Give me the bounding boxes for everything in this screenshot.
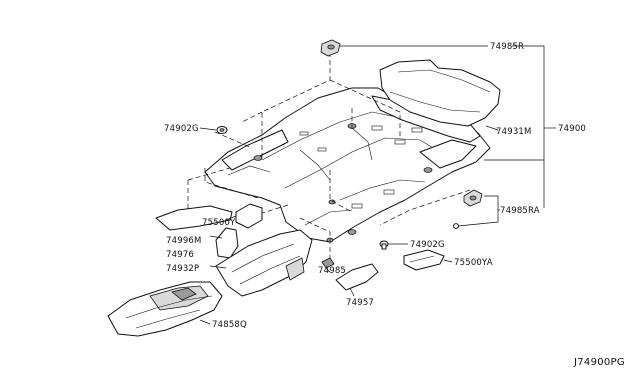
label-74985r: 74985R bbox=[490, 42, 524, 52]
pad-74996m bbox=[155, 205, 233, 231]
label-74985ra: 74985RA bbox=[500, 206, 540, 216]
diagram-code: J74900PG bbox=[573, 357, 625, 368]
floor-carpet-main bbox=[204, 87, 491, 243]
insulator-74976 bbox=[215, 227, 239, 259]
assembly-guide-lines bbox=[187, 52, 471, 258]
label-74976: 74976 bbox=[166, 250, 194, 260]
rear-floor-carpet bbox=[379, 59, 501, 127]
leader-lines bbox=[199, 45, 556, 325]
label-74985: 74985 bbox=[318, 266, 346, 276]
label-74932p: 74932P bbox=[166, 264, 199, 274]
bracket-75500ya bbox=[403, 249, 445, 271]
label-74931m: 74931M bbox=[496, 127, 532, 137]
label-74900: 74900 bbox=[558, 124, 586, 134]
label-74996m: 74996M bbox=[166, 236, 202, 246]
clip-74985r-top bbox=[320, 39, 341, 57]
clip-74985 bbox=[321, 257, 335, 269]
grommet-74902g-top bbox=[216, 126, 228, 134]
label-74902g-top: 74902G bbox=[164, 124, 199, 134]
heat-insulator-74858q bbox=[107, 281, 223, 337]
label-75500y: 75500Y bbox=[202, 218, 236, 228]
label-74858q: 74858Q bbox=[212, 320, 247, 330]
grommet-74902g-mid bbox=[379, 240, 389, 250]
pad-74957 bbox=[335, 263, 379, 291]
clip-74985ra bbox=[453, 189, 483, 229]
label-74957: 74957 bbox=[346, 298, 374, 308]
part-labels: 74985R 74931M 74900 74902G 74985RA 75500… bbox=[164, 42, 625, 368]
label-75500ya: 75500YA bbox=[454, 258, 493, 268]
insulator-74932p bbox=[215, 229, 313, 297]
label-74902g-mid: 74902G bbox=[410, 240, 445, 250]
bracket-75500y bbox=[235, 203, 263, 229]
